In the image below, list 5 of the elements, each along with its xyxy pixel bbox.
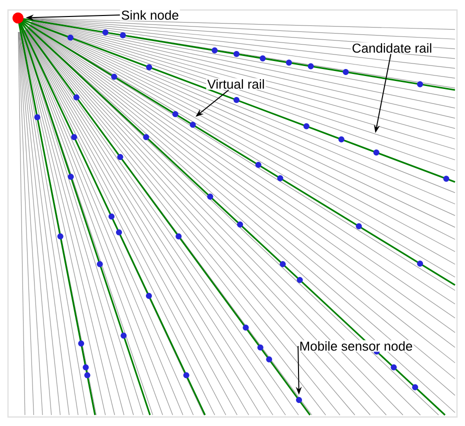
sink-node-dot — [12, 12, 24, 24]
callout-label: Sink node — [120, 9, 180, 21]
callout-label: Candidate rail — [350, 42, 434, 54]
callout-label: Mobile sensor node — [298, 340, 414, 352]
callout-label: Virtual rail — [206, 78, 266, 90]
